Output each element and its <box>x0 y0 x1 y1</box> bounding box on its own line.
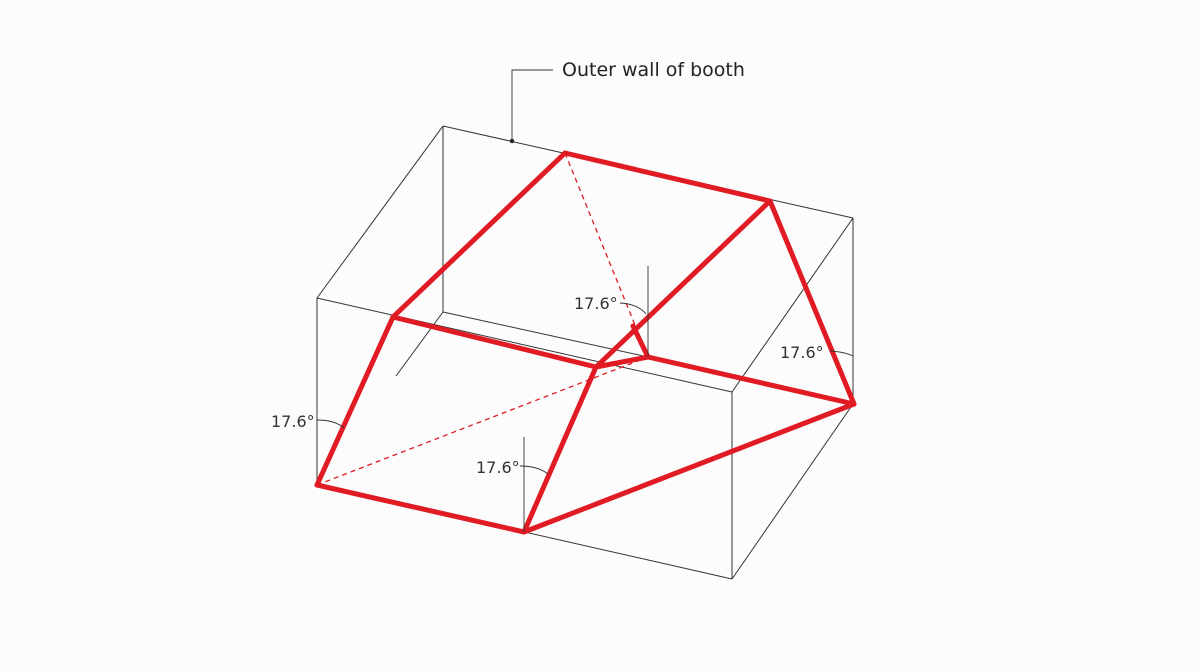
box-edge <box>731 403 854 580</box>
dashed-edge <box>564 152 649 358</box>
frame-edge <box>390 150 568 320</box>
angle-arc-left <box>316 419 345 429</box>
callout-label: Outer wall of booth <box>562 59 745 81</box>
box-edge <box>395 311 444 377</box>
angle-arc-center <box>619 302 647 315</box>
frame-edge <box>630 323 651 360</box>
frame-edge <box>767 198 857 407</box>
frame-edge <box>390 314 599 370</box>
angle-label-right: 17.6° <box>780 343 824 362</box>
frame-edge <box>593 198 773 370</box>
angle-guides <box>316 266 854 532</box>
hidden-frame-edges <box>316 152 649 486</box>
angle-label-front: 17.6° <box>476 458 520 477</box>
box-edge <box>316 297 733 393</box>
frame-edge <box>521 401 857 535</box>
angle-label-left: 17.6° <box>271 412 315 431</box>
box-edge <box>316 125 444 299</box>
leader-line <box>511 69 553 141</box>
frame-edge <box>314 482 527 535</box>
red-frame <box>314 150 857 535</box>
frame-edge <box>521 364 599 535</box>
angle-arc-front <box>519 465 549 475</box>
angle-label-center: 17.6° <box>574 294 618 313</box>
angle-arc-right <box>829 350 854 357</box>
frame-edge <box>645 354 857 407</box>
box-edge <box>731 217 854 393</box>
leader-dot <box>509 138 515 144</box>
frame-edge <box>593 354 651 370</box>
callout-leader <box>509 69 553 144</box>
frame-edge <box>314 314 396 488</box>
outer-booth-box <box>316 125 854 580</box>
frame-edge <box>562 150 773 204</box>
